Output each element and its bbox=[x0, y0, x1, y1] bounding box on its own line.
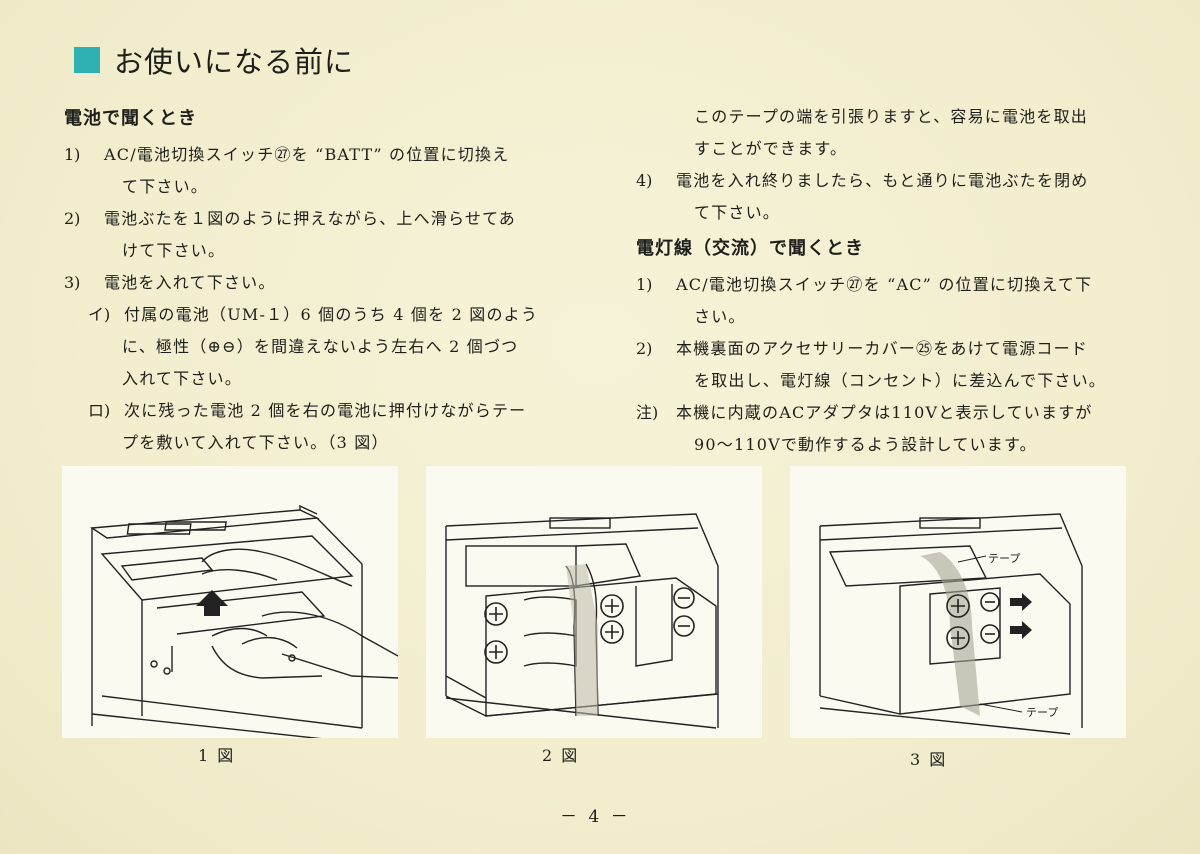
tape-label-top: テープ bbox=[988, 552, 1020, 565]
note-text: 本機に内蔵のACアダプタは110Vと表示していますが bbox=[676, 403, 1093, 422]
title-square-icon bbox=[74, 47, 100, 73]
list-item: 1) AC/電池切換スイッチ㉗を “AC” の位置に切換えて下 bbox=[636, 270, 1136, 300]
tape-label-bottom: テープ bbox=[1026, 706, 1058, 719]
sub-item-number: ロ) bbox=[88, 401, 111, 420]
list-item: 1) AC/電池切換スイッチ㉗を “BATT” の位置に切換え bbox=[64, 140, 564, 170]
note-item: 注) 本機に内蔵のACアダプタは110Vと表示していますが bbox=[636, 398, 1136, 428]
right-column: このテープの端を引張りますと、容易に電池を取出 すことができます。 4) 電池を… bbox=[636, 98, 1136, 462]
arrow-right-icon bbox=[1010, 621, 1032, 639]
figure-2-caption: 2 図 bbox=[542, 746, 580, 765]
battery-section: 電池で聞くとき 1) AC/電池切換スイッチ㉗を “BATT” の位置に切換え … bbox=[64, 98, 564, 460]
sub-item: ロ) 次に残った電池 2 個を右の電池に押付けながらテー bbox=[88, 396, 564, 426]
item-continuation: さい。 bbox=[694, 307, 746, 326]
continued-text: すことができます。 bbox=[694, 139, 848, 158]
item-text: 電池ぶたを１図のように押えながら、上へ滑らせてあ bbox=[104, 209, 517, 228]
sub-item-text: 付属の電池（UM-１）6 個のうち 4 個を 2 図のよう bbox=[124, 305, 539, 324]
item-number: 2) bbox=[636, 339, 653, 358]
item-number: 1) bbox=[636, 275, 653, 294]
item-continuation: て下さい。 bbox=[694, 203, 781, 222]
page-title: お使いになる前に bbox=[114, 45, 355, 79]
tape-strip bbox=[920, 552, 980, 716]
item-continuation: けて下さい。 bbox=[122, 241, 226, 260]
item-number: 2) bbox=[64, 209, 81, 228]
battery-heading: 電池で聞くとき bbox=[64, 108, 197, 129]
arrow-right-icon bbox=[1010, 593, 1032, 611]
item-continuation: を取出し、電灯線（コンセント）に差込んで下さい。 bbox=[694, 371, 1107, 390]
section-title: お使いになる前に bbox=[74, 40, 354, 80]
figure-2 bbox=[426, 466, 762, 738]
figure-2-illustration bbox=[445, 513, 719, 729]
item-text: 電池を入れて下さい。 bbox=[104, 273, 276, 292]
figure-3: テープ テープ bbox=[790, 466, 1126, 738]
sub-item-text: 次に残った電池 2 個を右の電池に押付けながらテー bbox=[124, 401, 527, 420]
ac-heading: 電灯線（交流）で聞くとき bbox=[636, 238, 864, 259]
note-continuation: 90～110Vで動作するよう設計しています。 bbox=[694, 435, 1037, 454]
item-text: AC/電池切換スイッチ㉗を “AC” の位置に切換えて下 bbox=[676, 275, 1093, 294]
item-text: AC/電池切換スイッチ㉗を “BATT” の位置に切換え bbox=[104, 145, 510, 164]
sub-item: イ) 付属の電池（UM-１）6 個のうち 4 個を 2 図のよう bbox=[88, 300, 564, 330]
item-continuation: て下さい。 bbox=[122, 177, 209, 196]
sub-item-continuation: 入れて下さい。 bbox=[122, 369, 242, 388]
page-number: － 4 － bbox=[560, 807, 631, 827]
item-number: 3) bbox=[64, 273, 81, 292]
list-item: 4) 電池を入れ終りましたら、もと通りに電池ぶたを閉め bbox=[636, 166, 1136, 196]
item-number: 1) bbox=[64, 145, 81, 164]
list-item: 3) 電池を入れて下さい。 bbox=[64, 268, 564, 298]
figure-1-caption: 1 図 bbox=[198, 746, 236, 765]
item-text: 本機裏面のアクセサリーカバー㉕をあけて電源コード bbox=[676, 339, 1089, 358]
figure-3-caption: 3 図 bbox=[910, 750, 948, 769]
figure-1-illustration bbox=[89, 504, 398, 738]
list-item: 2) 電池ぶたを１図のように押えながら、上へ滑らせてあ bbox=[64, 204, 564, 234]
figure-3-illustration: テープ テープ bbox=[819, 513, 1083, 735]
battery-terminals bbox=[484, 587, 695, 664]
sub-item-continuation: プを敷いて入れて下さい。（3 図） bbox=[122, 433, 389, 452]
item-number: 4) bbox=[636, 171, 653, 190]
item-text: 電池を入れ終りましたら、もと通りに電池ぶたを閉め bbox=[676, 171, 1089, 190]
figure-1 bbox=[62, 466, 398, 738]
list-item: 2) 本機裏面のアクセサリーカバー㉕をあけて電源コード bbox=[636, 334, 1136, 364]
note-label: 注) bbox=[636, 403, 659, 422]
battery-terminals bbox=[946, 592, 1000, 650]
continued-text: このテープの端を引張りますと、容易に電池を取出 bbox=[694, 107, 1089, 126]
sub-item-number: イ) bbox=[88, 305, 111, 324]
sub-item-continuation: に、極性（⊕⊖）を間違えないよう左右へ 2 個づつ bbox=[122, 337, 519, 356]
